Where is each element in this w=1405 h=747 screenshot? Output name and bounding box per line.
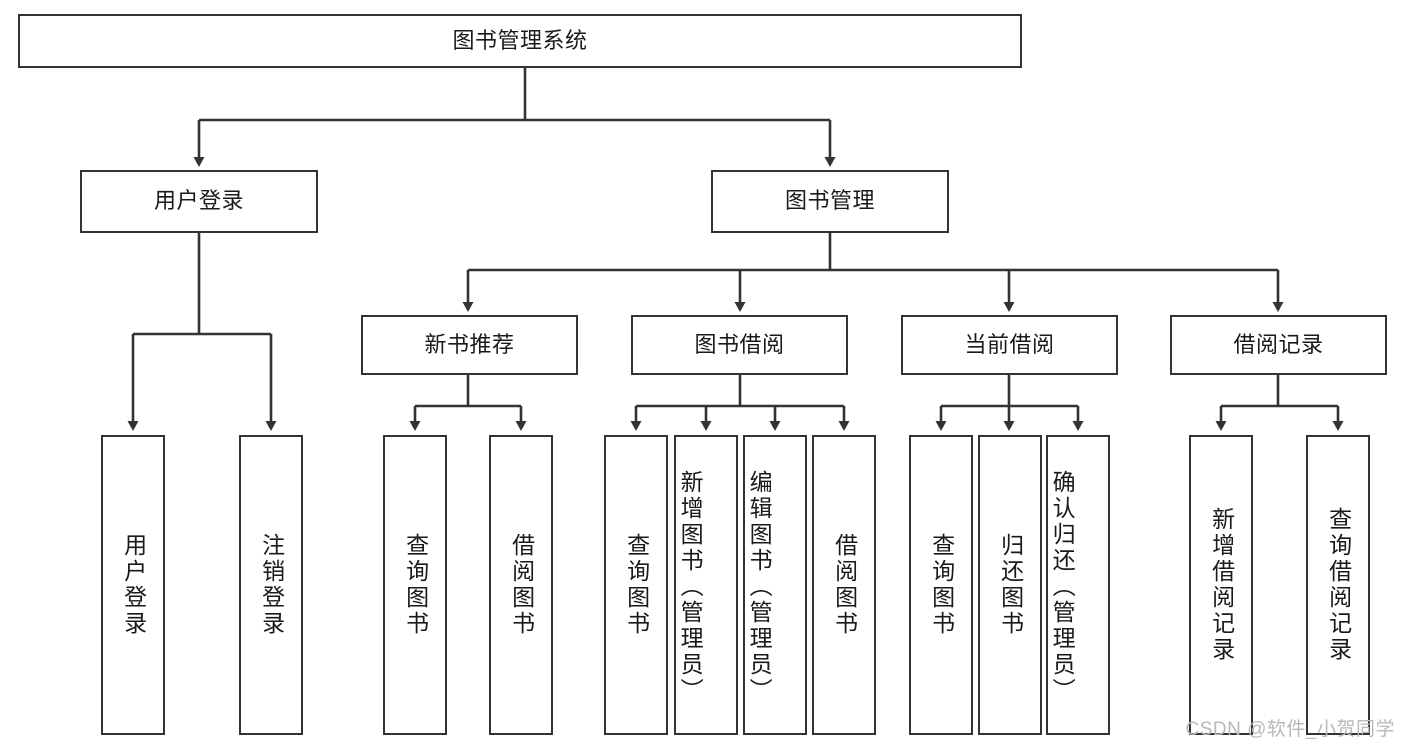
leaf-label: 查询图书 [402, 533, 429, 637]
leaf-book-borrow-2[interactable]: 新增图书（管理员） [674, 435, 738, 735]
leaf-user-login-2[interactable]: 注销登录 [239, 435, 303, 735]
leaf-label: 借阅图书 [831, 533, 858, 637]
leaf-label: 用户登录 [120, 533, 147, 637]
leaf-label: 确认归还（管理员） [1049, 470, 1076, 704]
node-current-borrow-label: 当前借阅 [964, 331, 1055, 357]
node-borrow-record[interactable]: 借阅记录 [1170, 315, 1387, 375]
leaf-label: 注销登录 [258, 533, 285, 637]
leaf-current-borrow-3[interactable]: 确认归还（管理员） [1046, 435, 1110, 735]
node-user-login[interactable]: 用户登录 [80, 170, 318, 233]
leaf-label: 查询图书 [623, 533, 650, 637]
leaf-current-borrow-2[interactable]: 归还图书 [978, 435, 1042, 735]
leaf-borrow-record-2[interactable]: 查询借阅记录 [1306, 435, 1370, 735]
leaf-label: 新增借阅记录 [1208, 507, 1235, 663]
node-root-label: 图书管理系统 [452, 27, 588, 53]
node-root-system[interactable]: 图书管理系统 [18, 14, 1022, 68]
node-book-borrow[interactable]: 图书借阅 [631, 315, 848, 375]
node-book-borrow-label: 图书借阅 [694, 331, 785, 357]
node-borrow-record-label: 借阅记录 [1233, 331, 1324, 357]
leaf-label: 编辑图书（管理员） [746, 470, 773, 704]
leaf-label: 归还图书 [997, 533, 1024, 637]
watermark-text: CSDN @软件_小贺同学 [1185, 719, 1395, 740]
leaf-label: 新增图书（管理员） [677, 470, 704, 704]
leaf-book-borrow-3[interactable]: 编辑图书（管理员） [743, 435, 807, 735]
leaf-book-borrow-1[interactable]: 查询图书 [604, 435, 668, 735]
node-book-manage-label: 图书管理 [784, 188, 875, 214]
leaf-label: 查询图书 [928, 533, 955, 637]
node-new-book-recommend-label: 新书推荐 [424, 331, 515, 357]
leaf-user-login-1[interactable]: 用户登录 [101, 435, 165, 735]
leaf-borrow-record-1[interactable]: 新增借阅记录 [1189, 435, 1253, 735]
leaf-new-book-recommend-2[interactable]: 借阅图书 [489, 435, 553, 735]
node-new-book-recommend[interactable]: 新书推荐 [361, 315, 578, 375]
node-book-manage[interactable]: 图书管理 [711, 170, 949, 233]
leaf-book-borrow-4[interactable]: 借阅图书 [812, 435, 876, 735]
node-current-borrow[interactable]: 当前借阅 [901, 315, 1118, 375]
leaf-label: 借阅图书 [508, 533, 535, 637]
node-user-login-label: 用户登录 [153, 188, 244, 214]
leaf-label: 查询借阅记录 [1325, 507, 1352, 663]
leaf-current-borrow-1[interactable]: 查询图书 [909, 435, 973, 735]
leaf-new-book-recommend-1[interactable]: 查询图书 [383, 435, 447, 735]
